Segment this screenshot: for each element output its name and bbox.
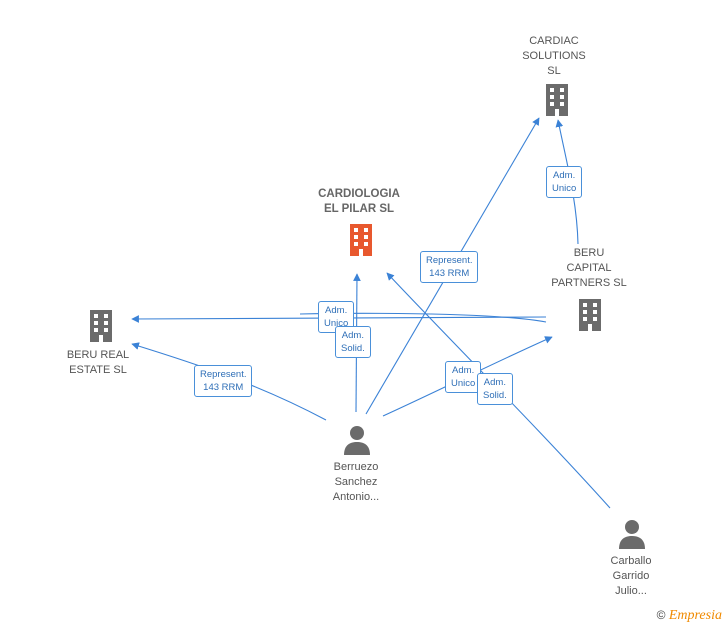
edge-carballo-berureal	[299, 312, 547, 323]
node-label-beru-capital[interactable]: BERU CAPITAL PARTNERS SL	[551, 247, 627, 289]
node-label-cardiac[interactable]: CARDIAC SOLUTIONS SL	[522, 35, 586, 77]
edge-label-adm-solid: Adm. Solid.	[335, 326, 371, 358]
building-icon[interactable]	[85, 308, 117, 344]
edge-label-adm-unico: Adm. Unico	[445, 361, 482, 393]
person-icon[interactable]	[617, 518, 647, 550]
node-label-cardiologia[interactable]: CARDIOLOGIA EL PILAR SL	[318, 188, 400, 215]
node-label-carballo[interactable]: Carballo Garrido Julio...	[610, 555, 652, 597]
building-icon[interactable]	[574, 297, 606, 333]
brand-logo[interactable]: Empresia	[668, 608, 722, 623]
copyright: © Empresia	[657, 608, 722, 624]
edge-label-represent: Represent. 143 RRM	[420, 251, 479, 283]
building-icon[interactable]	[541, 82, 573, 118]
edge-label-adm-solid: Adm. Solid.	[477, 373, 513, 405]
person-icon[interactable]	[342, 424, 372, 456]
edge-label-adm-unico: Adm. Unico	[546, 166, 583, 198]
edge-label-represent: Represent. 143 RRM	[194, 365, 253, 397]
node-label-beru-real[interactable]: BERU REAL ESTATE SL	[66, 349, 130, 376]
building-icon-focus[interactable]	[345, 222, 377, 258]
copyright-icon: ©	[656, 608, 666, 622]
node-label-berruezo[interactable]: Berruezo Sanchez Antonio...	[332, 461, 380, 503]
